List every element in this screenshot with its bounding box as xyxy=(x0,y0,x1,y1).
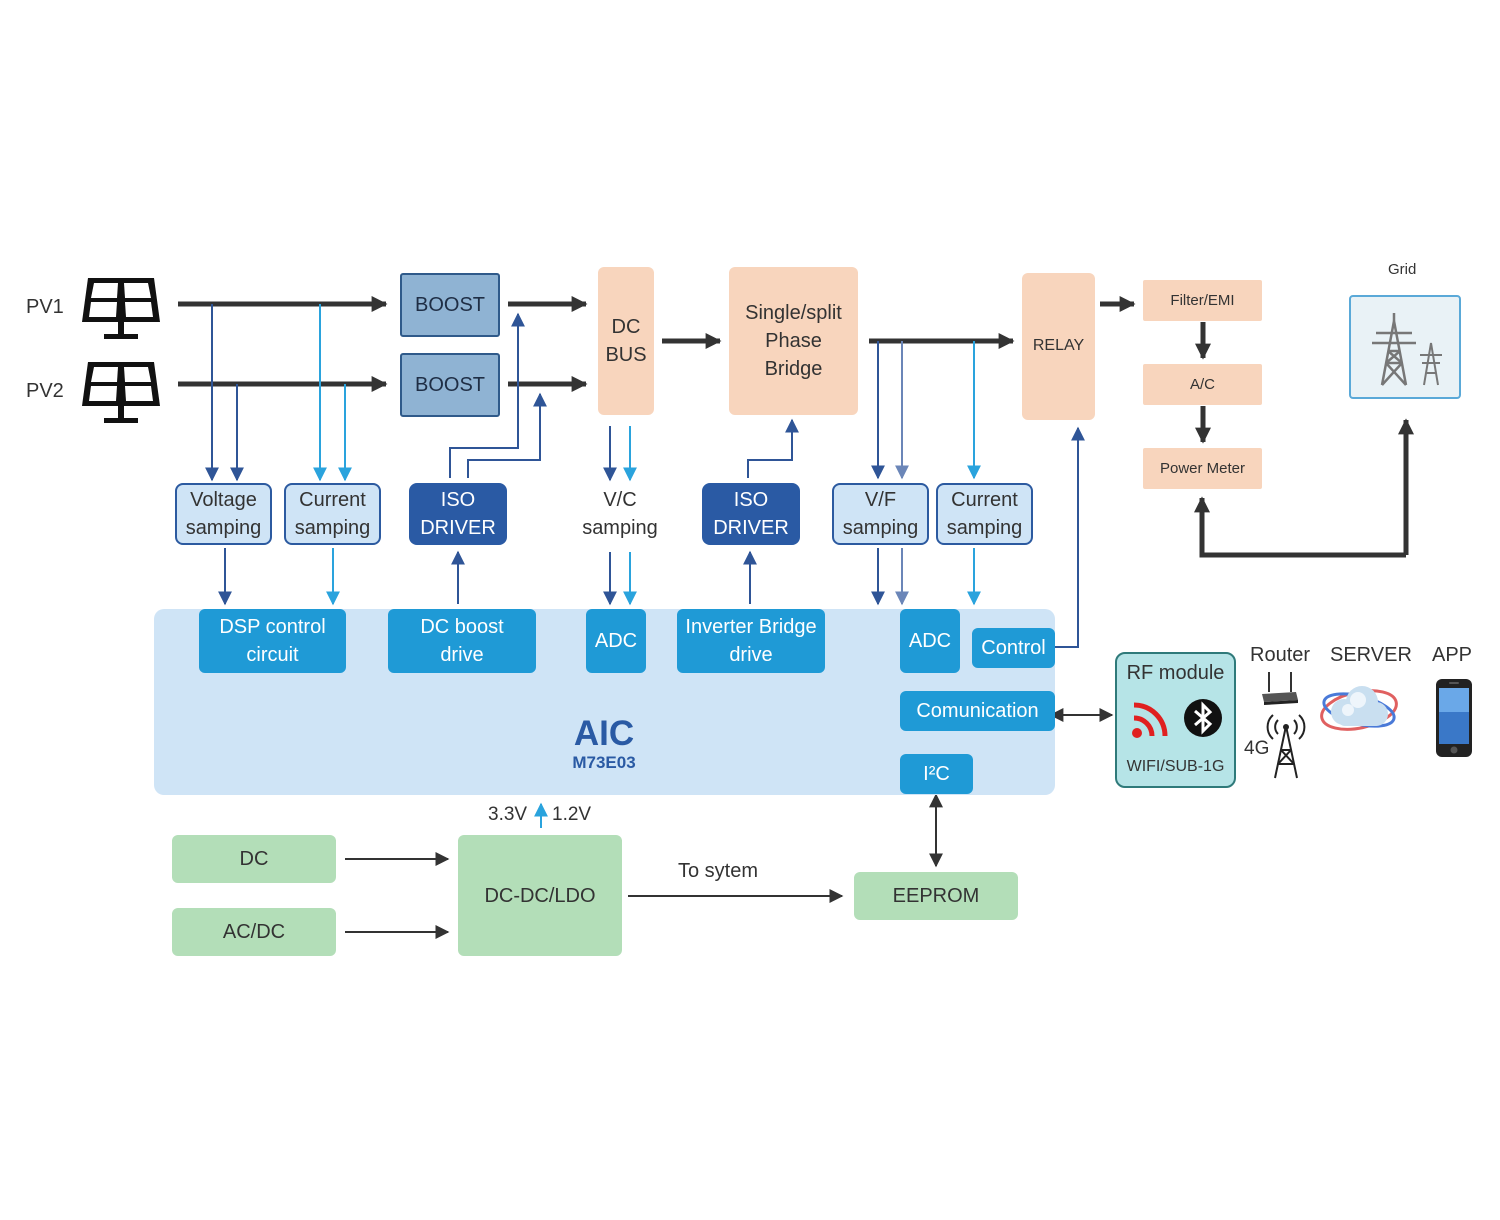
dsp-control-circuit: DSP control circuit xyxy=(199,609,346,673)
smartphone-app-icon xyxy=(1436,679,1472,757)
power-transmission-tower-icon xyxy=(1372,313,1442,386)
grid-label: Grid xyxy=(1388,261,1417,278)
to-system-label: To sytem xyxy=(678,860,759,882)
voltage-sampling: Voltage samping xyxy=(175,483,272,545)
router-icon xyxy=(1262,672,1298,705)
iso-driver-boost: ISO DRIVER xyxy=(409,483,507,545)
filter-emi: Filter/EMI xyxy=(1143,280,1262,321)
eeprom: EEPROM xyxy=(854,872,1018,920)
pv2-label: PV2 xyxy=(26,380,64,402)
cloud-server-icon xyxy=(1320,686,1398,731)
rf-module-label: RF module xyxy=(1126,662,1225,684)
adc-output: ADC xyxy=(900,609,960,673)
current-sampling-pv: Current samping xyxy=(284,483,381,545)
communication-interface: Comunication xyxy=(900,691,1055,731)
cell-tower-icon xyxy=(1266,714,1306,779)
app-label: APP xyxy=(1432,644,1473,666)
rail-1v2: 1.2V xyxy=(552,804,592,825)
chip-name: AIC xyxy=(573,714,635,753)
chip-model: M73E03 xyxy=(572,753,636,772)
dc-input: DC xyxy=(172,835,336,883)
current-sampling-output: Current samping xyxy=(936,483,1033,545)
vf-sampling: V/F samping xyxy=(832,483,929,545)
boost-converter-2: BOOST xyxy=(400,353,500,417)
wifi-signal-icon xyxy=(1132,702,1168,738)
router-label: Router xyxy=(1250,644,1311,666)
power-meter: Power Meter xyxy=(1143,448,1262,489)
rail-3v3: 3.3V xyxy=(488,804,528,825)
rf-protocols: WIFI/SUB-1G xyxy=(1126,758,1225,775)
inverter-bridge: Single/split Phase Bridge xyxy=(729,267,858,415)
cellular-label: 4G xyxy=(1244,738,1270,759)
bluetooth-icon xyxy=(1184,699,1222,737)
dcdc-ldo: DC-DC/LDO xyxy=(458,835,622,956)
control-output: Control xyxy=(972,628,1055,668)
solar-panel-icon xyxy=(82,362,160,423)
pv1-label: PV1 xyxy=(26,296,64,318)
ac-output: A/C xyxy=(1143,364,1262,405)
boost-converter-1: BOOST xyxy=(400,273,500,337)
dc-boost-drive: DC boost drive xyxy=(388,609,536,673)
server-label: SERVER xyxy=(1330,644,1412,666)
dc-bus: DC BUS xyxy=(598,267,654,415)
inverter-bridge-drive: Inverter Bridge drive xyxy=(677,609,825,673)
grid-box xyxy=(1349,295,1461,399)
adc-dc-bus: ADC xyxy=(586,609,646,673)
solar-panel-icon xyxy=(82,278,160,339)
iso-driver-inverter: ISO DRIVER xyxy=(702,483,800,545)
acdc-input: AC/DC xyxy=(172,908,336,956)
i2c-interface: I²C xyxy=(900,754,973,794)
vc-sampling: V/C samping xyxy=(582,489,658,539)
relay: RELAY xyxy=(1022,273,1095,420)
